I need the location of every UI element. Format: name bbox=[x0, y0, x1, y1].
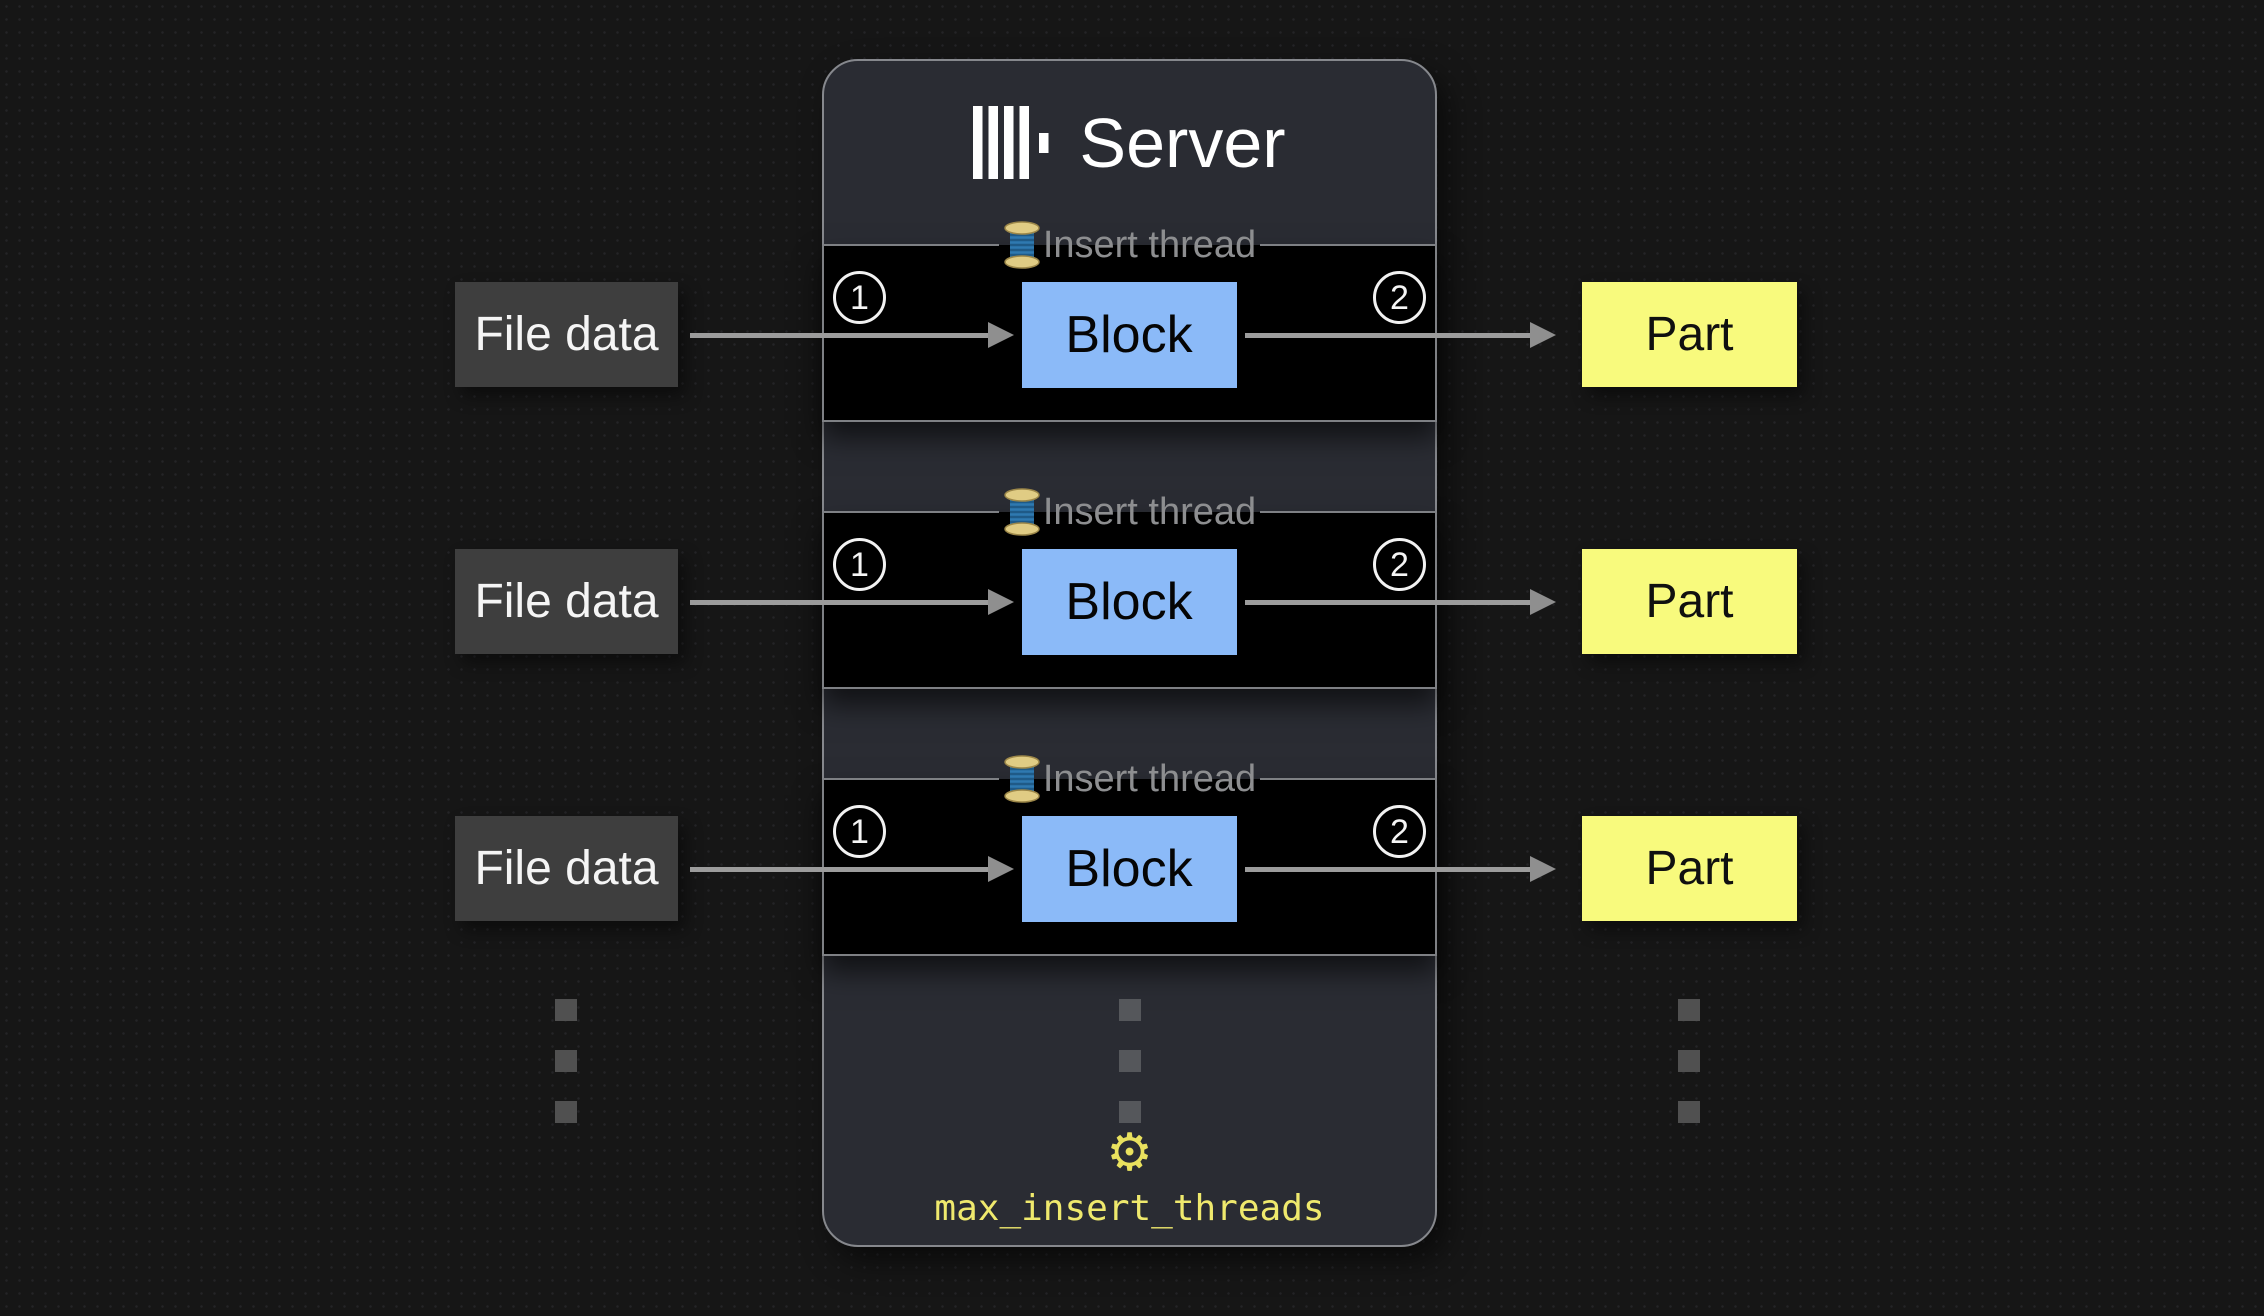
gear-icon: ⚙︎ bbox=[1106, 1123, 1153, 1183]
ellipsis-dot bbox=[1118, 1101, 1141, 1123]
arrow-block-to-part bbox=[1245, 856, 1556, 882]
step-1-badge: 1 bbox=[833, 805, 886, 858]
server-title: Server bbox=[1079, 104, 1286, 182]
config-label: max_insert_threads bbox=[934, 1188, 1325, 1229]
ellipsis-dot bbox=[555, 1101, 577, 1123]
thread-spool-icon bbox=[1004, 221, 1040, 269]
ellipsis-dot bbox=[555, 999, 577, 1021]
ellipsis-dot bbox=[555, 1050, 577, 1072]
block-box: Block bbox=[1021, 549, 1237, 655]
file-data-box: File data bbox=[455, 282, 678, 387]
step-1-badge: 1 bbox=[833, 271, 886, 324]
block-box: Block bbox=[1021, 816, 1237, 922]
server-panel: Server Insert thread 1 Block 2 bbox=[822, 59, 1437, 1247]
legend-label: Insert thread bbox=[1042, 224, 1257, 266]
legend-label: Insert thread bbox=[1042, 758, 1257, 800]
arrow-block-to-part bbox=[1245, 589, 1556, 615]
thread-spool-icon bbox=[1004, 488, 1040, 536]
step-2-badge: 2 bbox=[1373, 805, 1426, 858]
file-data-box: File data bbox=[455, 816, 678, 921]
insert-thread-legend: Insert thread bbox=[824, 488, 1435, 536]
step-2-badge: 2 bbox=[1373, 538, 1426, 591]
arrow-file-to-block bbox=[690, 322, 1014, 348]
ellipsis-dot bbox=[1118, 999, 1141, 1021]
ellipsis-dot bbox=[1678, 1050, 1700, 1072]
insert-thread-legend: Insert thread bbox=[824, 755, 1435, 803]
arrow-block-to-part bbox=[1245, 322, 1556, 348]
ellipsis-dot bbox=[1678, 999, 1700, 1021]
part-box: Part bbox=[1582, 549, 1797, 654]
part-box: Part bbox=[1582, 282, 1797, 387]
ellipsis-dot bbox=[1678, 1101, 1700, 1123]
step-1-badge: 1 bbox=[833, 538, 886, 591]
block-box: Block bbox=[1021, 282, 1237, 388]
server-header: Server bbox=[824, 105, 1435, 181]
part-box: Part bbox=[1582, 816, 1797, 921]
arrow-file-to-block bbox=[690, 856, 1014, 882]
legend-label: Insert thread bbox=[1042, 491, 1257, 533]
clickhouse-logo-icon bbox=[973, 106, 1049, 179]
arrow-file-to-block bbox=[690, 589, 1014, 615]
thread-spool-icon bbox=[1004, 755, 1040, 803]
ellipsis-dot bbox=[1118, 1050, 1141, 1072]
insert-thread-legend: Insert thread bbox=[824, 221, 1435, 269]
step-2-badge: 2 bbox=[1373, 271, 1426, 324]
file-data-box: File data bbox=[455, 549, 678, 654]
